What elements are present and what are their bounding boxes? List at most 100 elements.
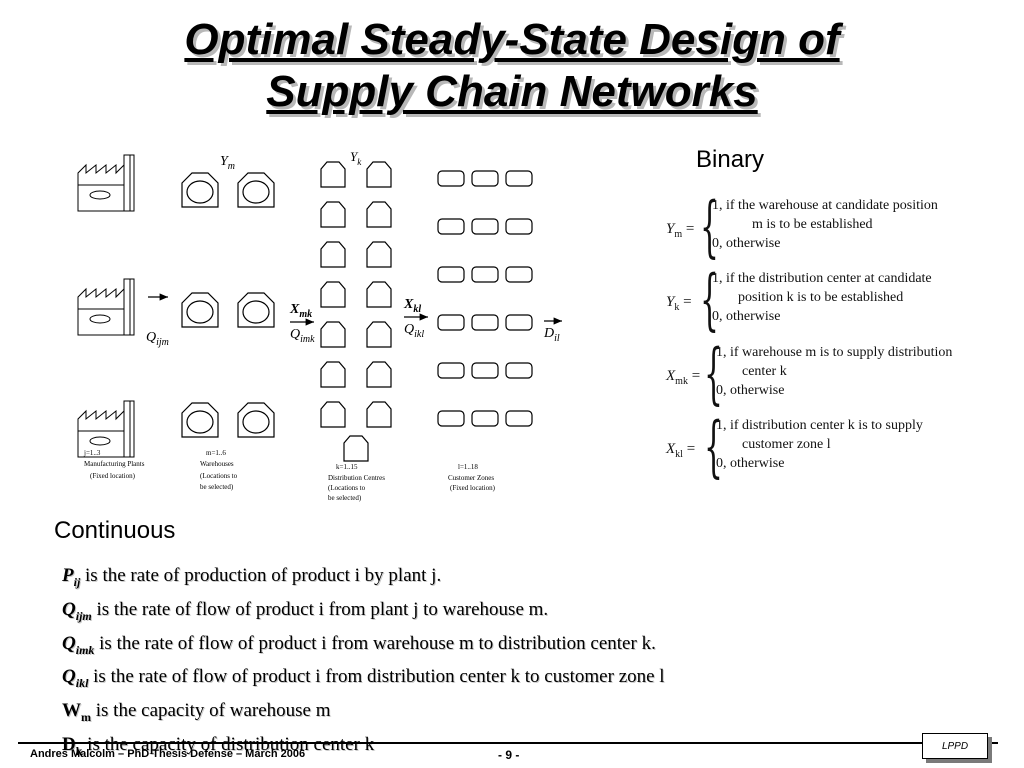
customer-zone-1-icon: [437, 170, 465, 187]
dc-6-icon: [366, 241, 392, 268]
slide-title: Optimal Steady-State Design of Supply Ch…: [0, 14, 1024, 118]
dc-12-icon: [366, 361, 392, 388]
dc-3-icon: [320, 201, 346, 228]
network-diagram: Ym Yk Qijm Xmk Qimk Xkl Qikl Dil j=1..3 …: [77, 149, 562, 502]
customer-zone-13-icon: [437, 362, 465, 379]
customer-zone-18-icon: [505, 410, 533, 427]
case-1: 1, if the distribution center at candida…: [712, 271, 932, 286]
warehouses-caption: m=1..6 Warehouses (Locations to be selec…: [200, 449, 239, 491]
equation-cases: 1, if distribution center k is to supply…: [716, 416, 923, 473]
plant-2-icon: [77, 278, 135, 336]
customer-zone-16-icon: [437, 410, 465, 427]
title-line-2: Supply Chain Networks: [266, 67, 758, 116]
customer-zone-3-icon: [505, 170, 533, 187]
cases-brace: {: [704, 335, 723, 412]
definition-1: Pij is the rate of production of product…: [62, 562, 665, 596]
label-q-imk: Qimk: [290, 327, 315, 345]
definition-symbol: Dk: [62, 733, 83, 758]
dc-11-icon: [320, 361, 346, 388]
customer-zone-9-icon: [505, 266, 533, 283]
customer-zone-7-icon: [437, 266, 465, 283]
case-1-continued: center k: [742, 364, 787, 379]
definition-symbol: Pij: [62, 565, 81, 589]
label-ym: Ym: [220, 154, 235, 172]
label-x-kl: Xkl: [403, 297, 421, 315]
cases-brace: {: [700, 261, 719, 338]
definition-text: is the capacity of warehouse m: [91, 700, 331, 722]
warehouse-6-icon: [237, 402, 275, 438]
definition-text: is the rate of production of product i b…: [80, 565, 442, 586]
distribution-centres-grid: [320, 161, 392, 462]
customer-zone-12-icon: [505, 314, 533, 331]
dc-15-icon: [343, 435, 369, 462]
definition-6: Dk is the capacity of distribution cente…: [62, 731, 665, 765]
warehouse-3-icon: [181, 292, 219, 328]
definition-text: is the rate of flow of product i from pl…: [91, 598, 549, 620]
footer-rule: [18, 742, 998, 744]
case-2: 0, otherwise: [716, 456, 785, 471]
customer-zone-8-icon: [471, 266, 499, 283]
warehouse-2-icon: [237, 172, 275, 208]
equation-cases: 1, if the warehouse at candidate positio…: [712, 196, 938, 253]
dc-4-icon: [366, 201, 392, 228]
title-line-1: Optimal Steady-State Design of: [184, 15, 840, 64]
case-2: 0, otherwise: [712, 236, 781, 251]
page-number: - 9 -: [498, 748, 520, 762]
continuous-definitions: Pij is the rate of production of product…: [62, 562, 665, 765]
lppd-logo: LPPD: [922, 733, 988, 759]
definition-symbol: Wm: [62, 700, 91, 724]
case-1: 1, if the warehouse at candidate positio…: [712, 198, 938, 213]
equation-variable: Yk =: [666, 294, 692, 313]
label-x-mk: Xmk: [289, 302, 312, 320]
dc-7-icon: [320, 281, 346, 308]
definition-4: Qikl is the rate of flow of product i fr…: [62, 663, 665, 697]
customer-zone-14-icon: [471, 362, 499, 379]
customer-zone-4-icon: [437, 218, 465, 235]
definition-symbol: Qimk: [62, 632, 95, 657]
definition-text: is the rate of flow of product i from di…: [88, 666, 665, 688]
definition-symbol: Qijm: [62, 598, 92, 623]
dc-1-icon: [320, 161, 346, 188]
equation-variable: Xmk =: [666, 368, 701, 387]
dc-14-icon: [366, 401, 392, 428]
case-2: 0, otherwise: [712, 309, 781, 324]
dc-caption: k=1..15 Distribution Centres (Locations …: [328, 463, 387, 502]
equation-cases: 1, if the distribution center at candida…: [712, 269, 932, 326]
dc-10-icon: [366, 321, 392, 348]
dc-13-icon: [320, 401, 346, 428]
customer-zones-grid: [437, 170, 533, 427]
dc-8-icon: [366, 281, 392, 308]
case-1-continued: m is to be established: [752, 217, 873, 232]
case-2: 0, otherwise: [716, 383, 785, 398]
plants-caption: j=1..3 Manufacturing Plants (Fixed locat…: [83, 449, 146, 480]
label-q-ijm: Qijm: [146, 330, 169, 348]
equation-variable: Ym =: [666, 221, 695, 240]
footer-author: Andres Malcolm – PhD Thesis Defense – Ma…: [30, 748, 306, 760]
equation-variable: Xkl =: [666, 441, 696, 460]
dc-9-icon: [320, 321, 346, 348]
customer-zone-10-icon: [437, 314, 465, 331]
definition-symbol: Qikl: [62, 666, 89, 691]
warehouse-5-icon: [181, 402, 219, 438]
cases-brace: {: [700, 188, 719, 265]
dc-5-icon: [320, 241, 346, 268]
plant-1-icon: [77, 154, 135, 212]
definition-3: Qimk is the rate of flow of product i fr…: [62, 630, 665, 664]
customer-zone-6-icon: [505, 218, 533, 235]
case-1-continued: position k is to be established: [738, 290, 904, 305]
customer-zone-2-icon: [471, 170, 499, 187]
equation-cases: 1, if warehouse m is to supply distribut…: [716, 343, 952, 400]
cases-brace: {: [704, 408, 723, 485]
customer-zone-15-icon: [505, 362, 533, 379]
definition-5: Wm is the capacity of warehouse m: [62, 697, 665, 731]
zones-caption: l=1..18 Customer Zones (Fixed location): [448, 463, 496, 492]
customer-zone-5-icon: [471, 218, 499, 235]
warehouse-4-icon: [237, 292, 275, 328]
label-q-ikl: Qikl: [404, 322, 424, 340]
label-d-il: Dil: [543, 326, 560, 344]
warehouse-1-icon: [181, 172, 219, 208]
case-1-continued: customer zone l: [742, 437, 831, 452]
binary-section-label: Binary: [696, 146, 765, 173]
definition-2: Qijm is the rate of flow of product i fr…: [62, 596, 665, 630]
case-1: 1, if distribution center k is to supply: [716, 418, 923, 433]
